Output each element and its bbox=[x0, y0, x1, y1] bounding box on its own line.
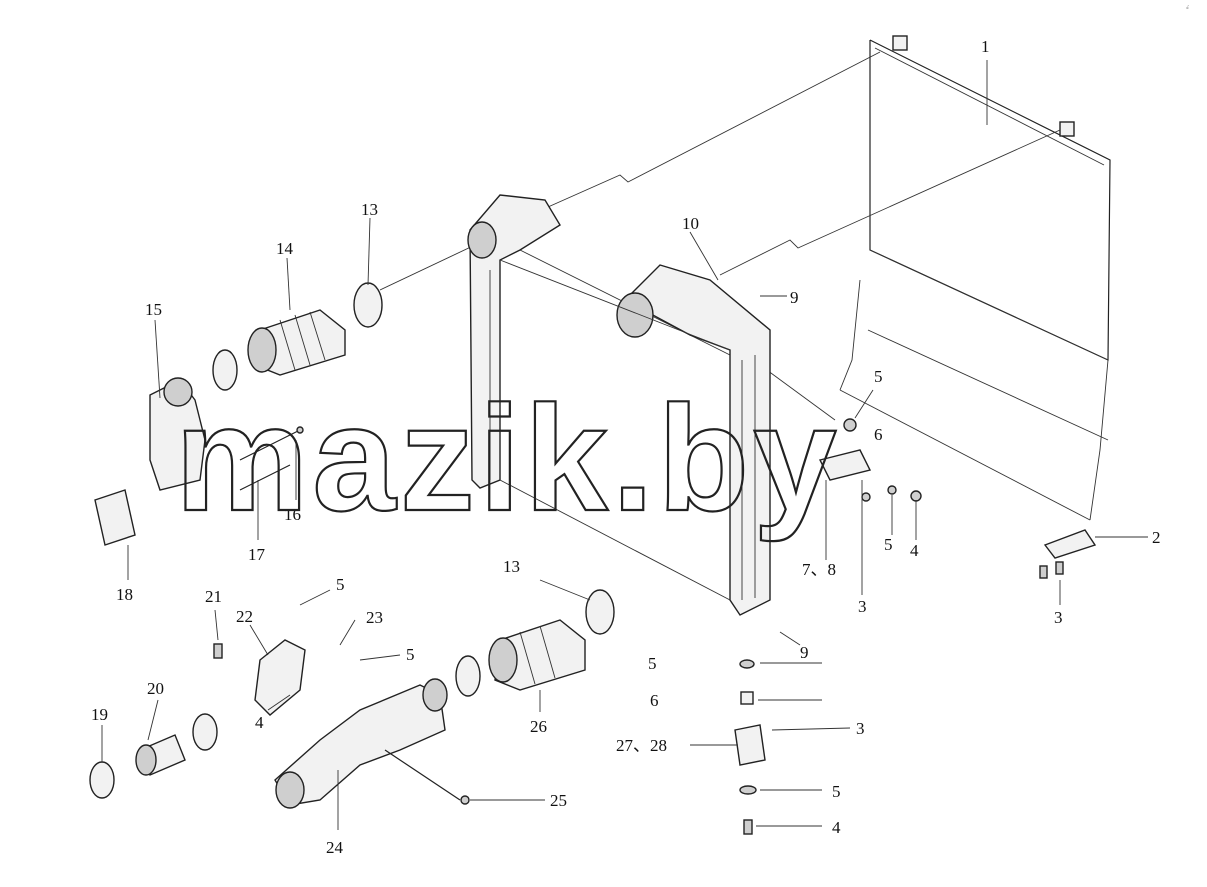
part-18-flange bbox=[94, 489, 136, 546]
washer-5-upper bbox=[739, 659, 755, 669]
part-15-elbow bbox=[149, 377, 206, 491]
callout-5: 5 bbox=[336, 575, 345, 594]
washer-5-lower bbox=[739, 785, 757, 795]
callout-9: 9 bbox=[800, 643, 809, 662]
callout-5: 5 bbox=[648, 654, 657, 673]
part-13-upper-clamp bbox=[353, 282, 383, 328]
part-26-lower-hose bbox=[488, 619, 586, 691]
callout-4: 4 bbox=[832, 818, 841, 837]
callout-6: 6 bbox=[874, 425, 883, 444]
callout-6: 6 bbox=[650, 691, 659, 710]
panel-bracket-top-right bbox=[1059, 121, 1075, 137]
corner-mark: °́ bbox=[1186, 5, 1189, 14]
bracket-7-8 bbox=[818, 449, 872, 481]
part-10-intercooler bbox=[467, 194, 771, 616]
leader-lines bbox=[101, 60, 1148, 830]
part-clamp-20b bbox=[192, 713, 218, 751]
callout-19: 19 bbox=[91, 705, 108, 724]
callout-5: 5 bbox=[884, 535, 893, 554]
part-25-bolt bbox=[384, 749, 470, 805]
part-27-28-bracket bbox=[734, 724, 766, 766]
callout-1: 1 bbox=[981, 37, 990, 56]
callout-2: 2 bbox=[1152, 528, 1161, 547]
callout-10: 10 bbox=[682, 214, 699, 233]
callout-5: 5 bbox=[406, 645, 415, 664]
part-16-17-studs bbox=[239, 426, 304, 491]
callout-3: 3 bbox=[1054, 608, 1063, 627]
part-lower-small-clamp bbox=[455, 655, 481, 697]
bolt-4 bbox=[743, 819, 753, 835]
part-21-bolt bbox=[213, 643, 223, 659]
callout-5: 5 bbox=[874, 367, 883, 386]
callout-25: 25 bbox=[550, 791, 567, 810]
part-24-pipe bbox=[274, 678, 448, 809]
part-13-small-clamp bbox=[212, 349, 238, 391]
callout-26: 26 bbox=[530, 717, 547, 736]
callout-4: 4 bbox=[910, 541, 919, 560]
panel-bracket-top-left bbox=[892, 35, 908, 51]
callout-3: 3 bbox=[856, 719, 865, 738]
callout-9: 9 bbox=[790, 288, 799, 307]
part-19-clamp bbox=[89, 761, 115, 799]
callout-4: 4 bbox=[255, 713, 264, 732]
part-20-sleeve bbox=[135, 734, 186, 776]
callout-14: 14 bbox=[276, 239, 294, 258]
callout-13: 13 bbox=[361, 200, 378, 219]
watermark-text: mazik.by bbox=[175, 374, 841, 542]
callout-5: 5 bbox=[832, 782, 841, 801]
callout-24: 24 bbox=[326, 838, 344, 857]
part-13-lower-clamp bbox=[585, 589, 615, 635]
callout-16: 16 bbox=[284, 505, 301, 524]
callout-3: 3 bbox=[858, 597, 867, 616]
part-14-upper-hose bbox=[247, 309, 346, 376]
callout-13: 13 bbox=[503, 557, 520, 576]
right-mount-parts bbox=[818, 418, 1097, 579]
callout-21: 21 bbox=[205, 587, 222, 606]
bushing-6 bbox=[740, 691, 754, 705]
bracket-2 bbox=[1043, 529, 1097, 559]
mount-stack bbox=[734, 659, 766, 835]
callout-27-28: 27、28 bbox=[616, 736, 667, 755]
callout-17: 17 bbox=[248, 545, 266, 564]
part-1-shroud-panel bbox=[839, 35, 1111, 521]
callout-20: 20 bbox=[147, 679, 164, 698]
part-22-bracket bbox=[254, 639, 306, 716]
callout-18: 18 bbox=[116, 585, 133, 604]
callout-15: 15 bbox=[145, 300, 162, 319]
callout-22: 22 bbox=[236, 607, 253, 626]
callout-23: 23 bbox=[366, 608, 383, 627]
callout-7-8: 7、8 bbox=[802, 560, 836, 579]
callout-labels: 1 2 3 3 3 4 4 4 5 5 5 5 5 5 6 6 7、8 9 9 … bbox=[91, 37, 1161, 857]
